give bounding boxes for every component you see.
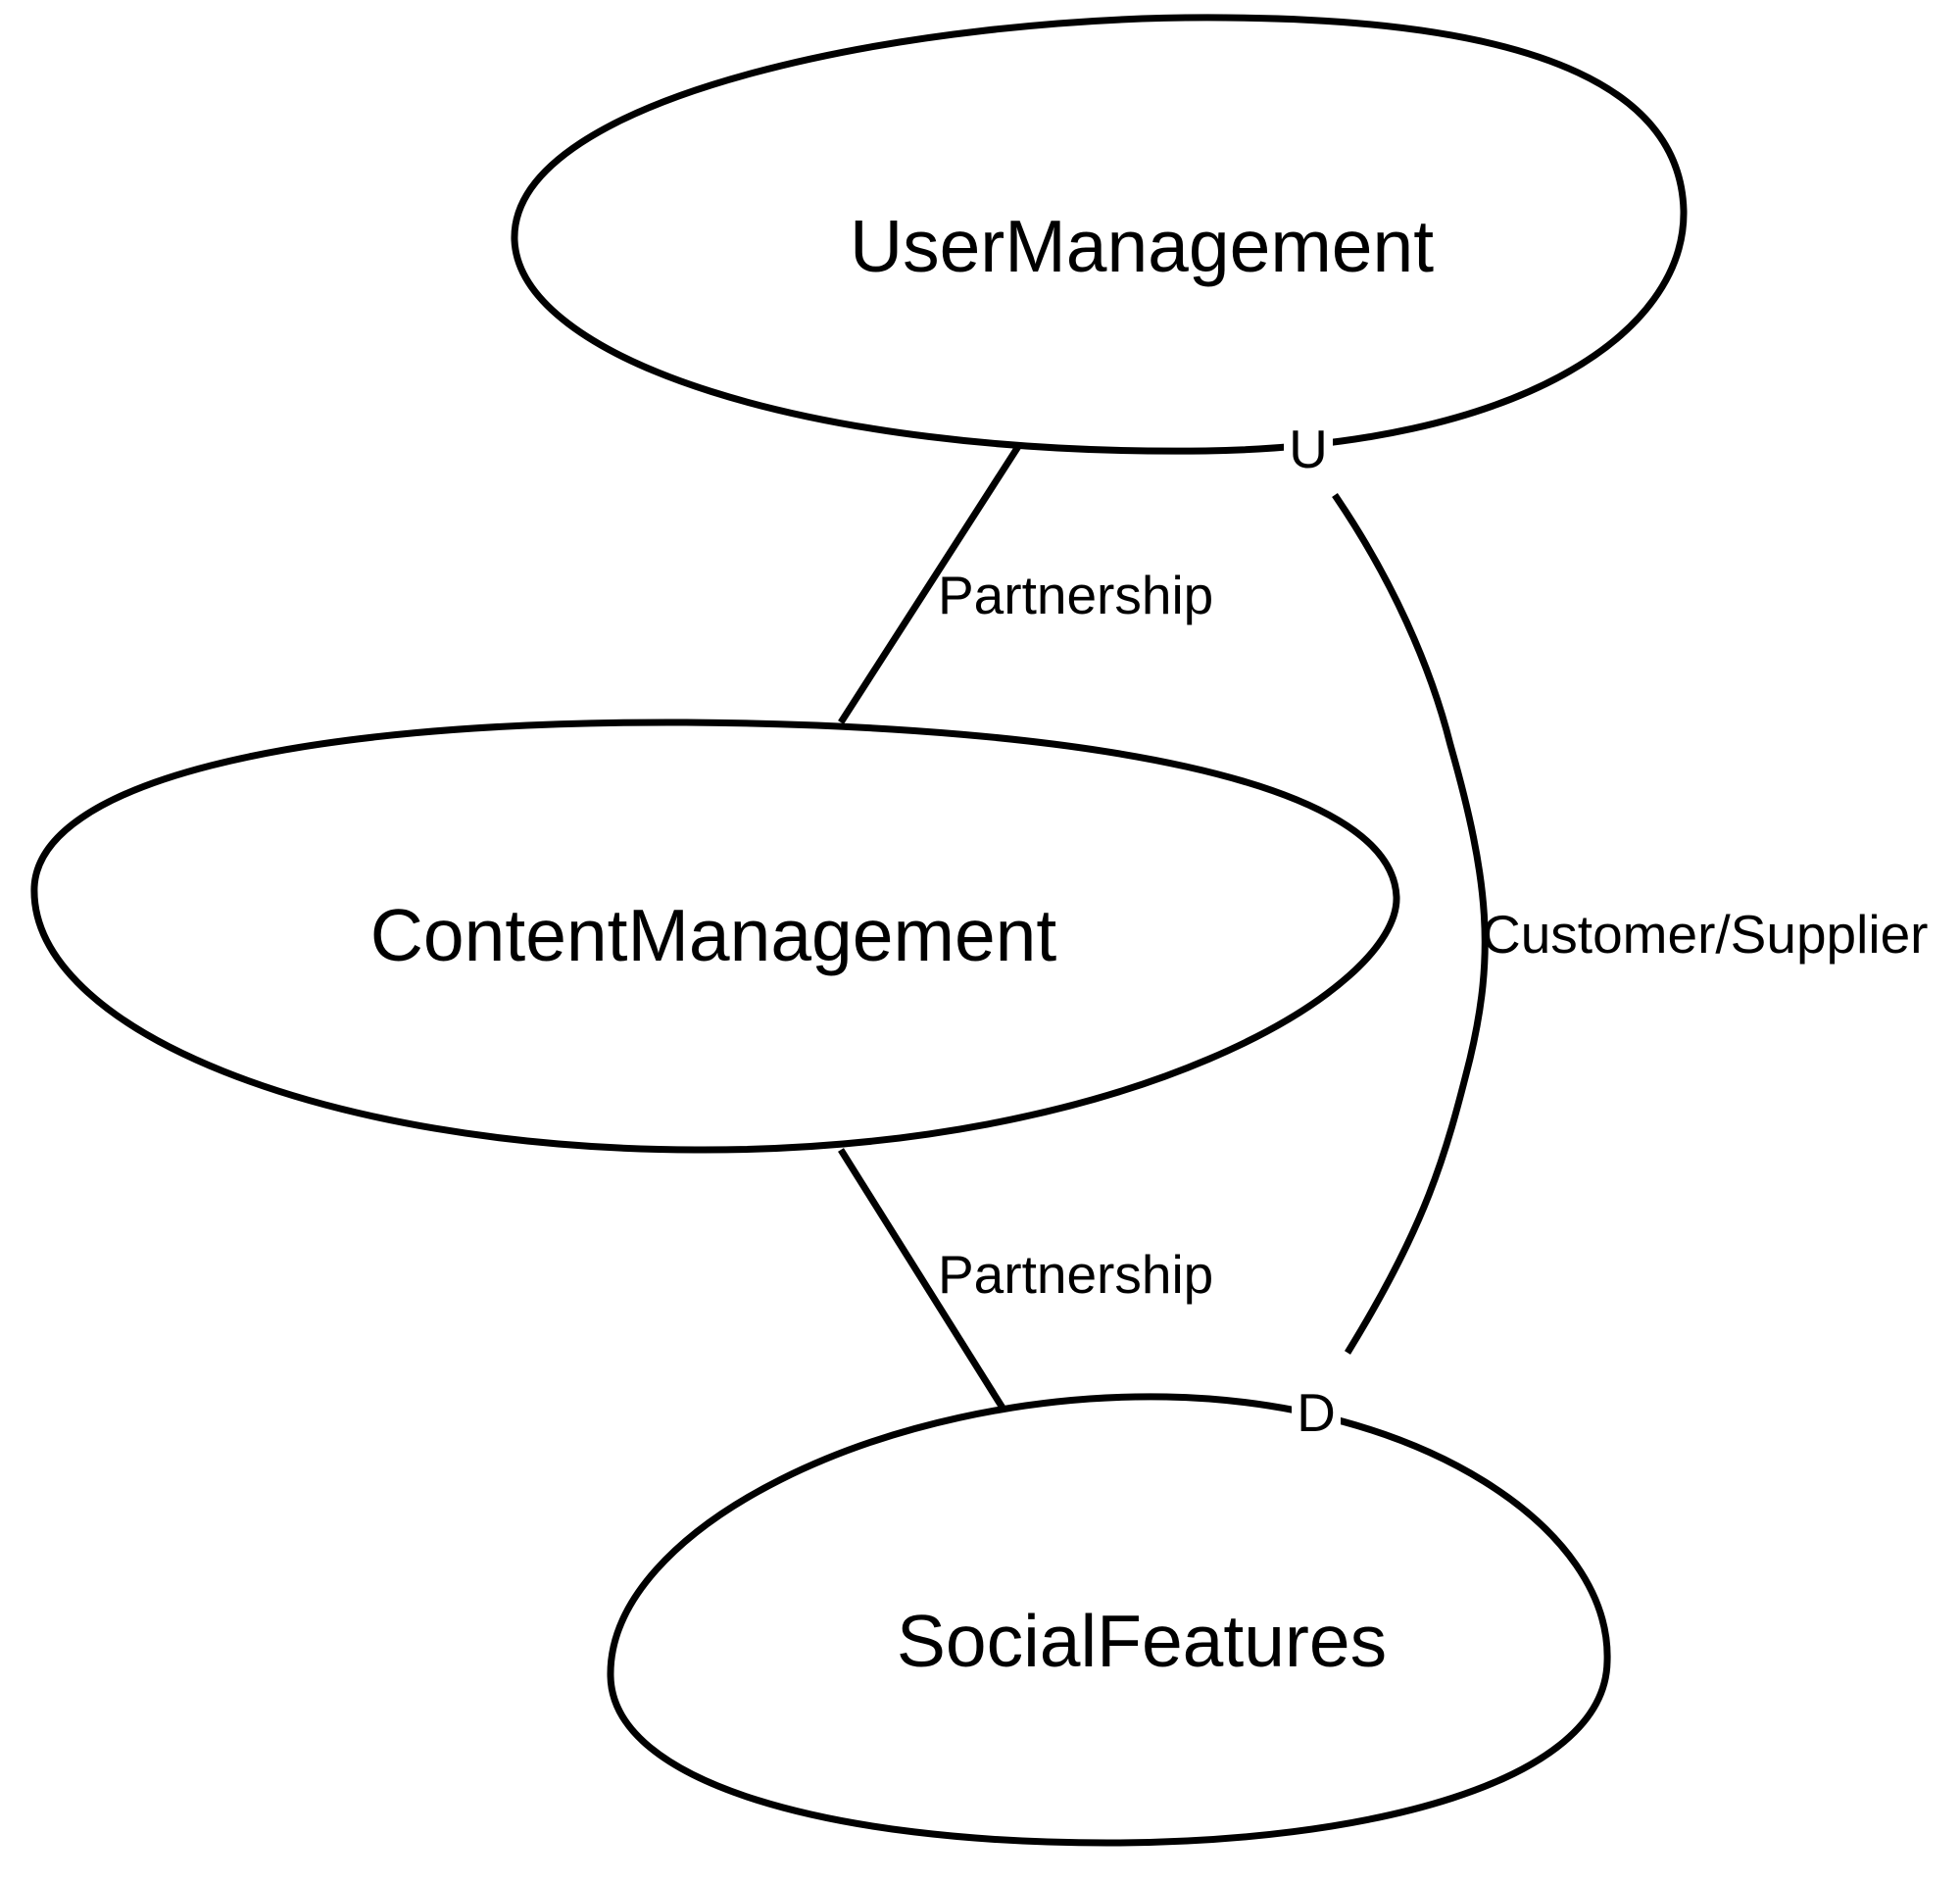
node-content-management-label: ContentManagement [370,894,1057,976]
node-user-management-shape [511,14,1688,455]
upstream-marker-bg [1284,417,1333,485]
node-social-features-shape [607,1393,1611,1847]
edge-user-content-label: Partnership [938,565,1213,625]
downstream-marker-bg [1292,1367,1341,1436]
downstream-marker-label: D [1297,1382,1336,1443]
upstream-marker-label: U [1289,419,1328,479]
node-social-features-label: SocialFeatures [897,1600,1387,1682]
edge-user-social-customer-supplier [1332,493,1489,1355]
edge-content-social-partnership [838,1148,1008,1414]
edge-content-social-label: Partnership [938,1244,1213,1305]
node-content-management-shape [30,719,1400,1154]
edge-user-social-label: Customer/Supplier [1482,904,1928,965]
node-user-management-label: UserManagement [850,205,1434,287]
edge-user-content-partnership [838,443,1022,724]
